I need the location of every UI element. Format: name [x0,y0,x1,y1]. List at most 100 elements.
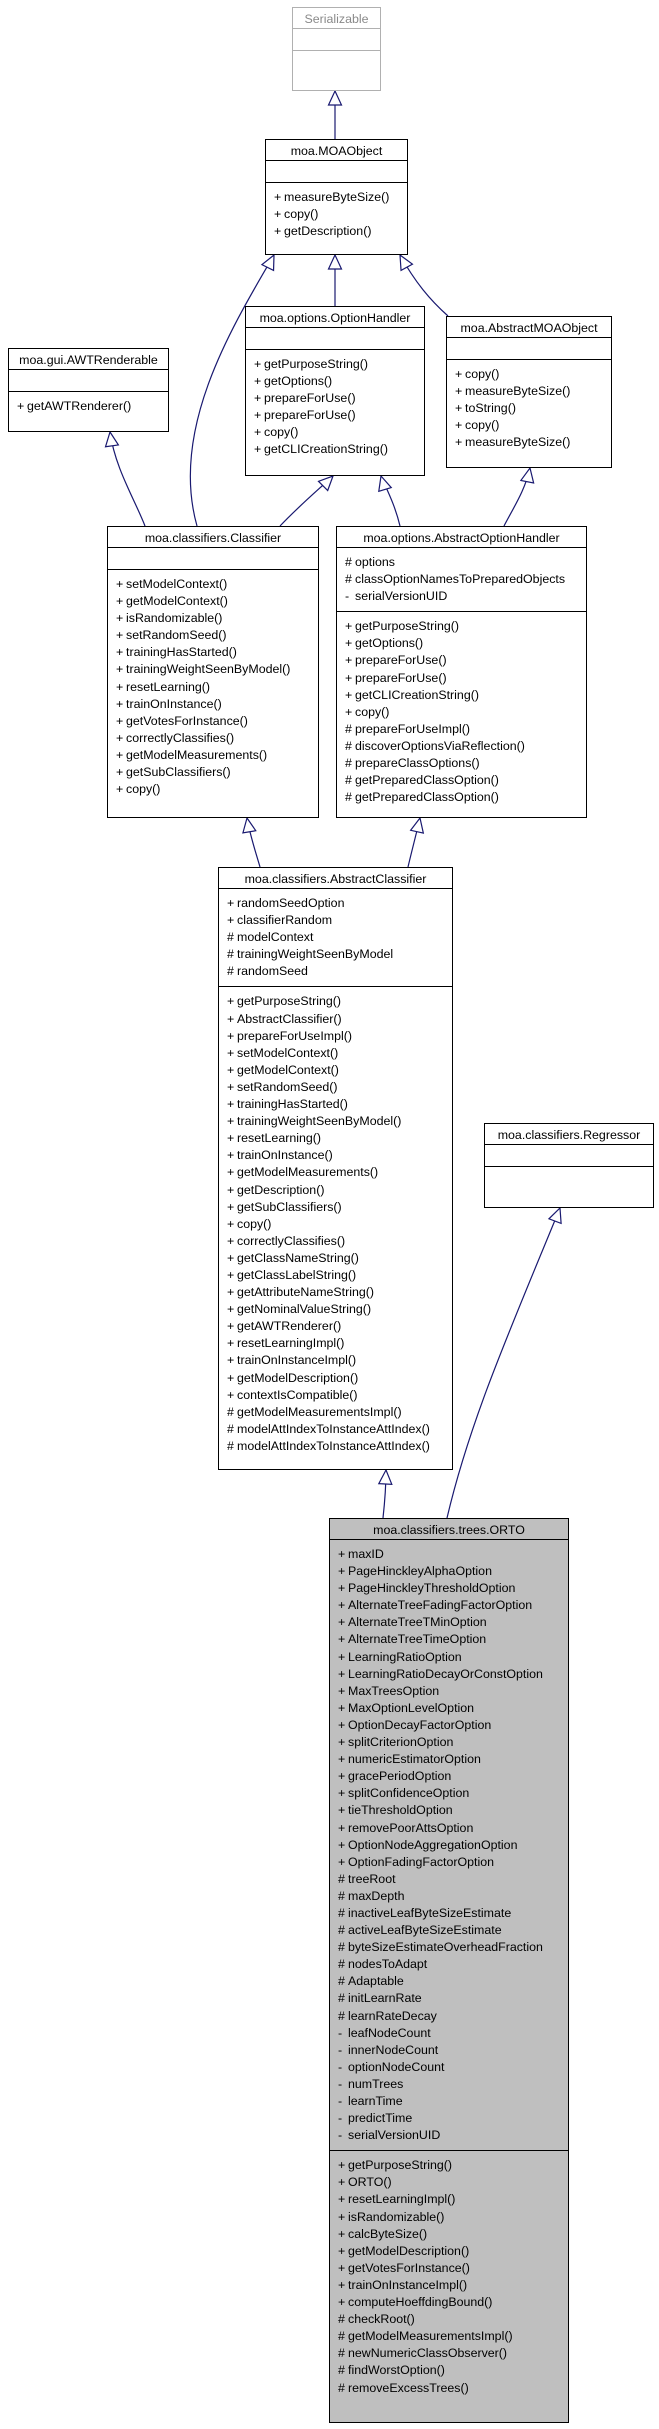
class-awt-renderable[interactable]: moa.gui.AWTRenderable+getAWTRenderer() [8,348,169,432]
operation-row: +measureByteSize() [274,189,399,206]
class-abstract-classifier[interactable]: moa.classifiers.AbstractClassifier + rando… [218,867,453,1470]
visibility-marker: + [338,1598,346,1613]
attribute-row: -serialVersionUID [345,588,578,605]
operation-row: +copy() [455,417,603,434]
operation-name: setRandomSeed() [237,1079,338,1094]
visibility-marker: + [254,374,262,389]
operation-name: getPurposeString() [355,619,459,634]
attribute-row: +classifierRandom [227,912,444,929]
visibility-marker: + [227,913,235,928]
operation-row: +copy() [345,704,578,721]
operation-name: correctlyClassifies() [126,730,235,745]
operation-name: trainingHasStarted() [237,1097,348,1112]
visibility-marker: + [274,190,282,204]
operation-row: +getPurposeString() [338,2157,560,2174]
visibility-marker: + [338,1837,346,1852]
attribute-name: randomSeed [237,964,308,979]
attribute-name: leafNodeCount [348,2025,431,2040]
operation-name: AbstractClassifier() [237,1011,342,1026]
operation-name: measureByteSize() [465,435,571,450]
operation-row: #modelAttIndexToInstanceAttIndex() [227,1438,444,1455]
operations-compartment [293,50,380,90]
class-abstract-option-handler[interactable]: moa.options.AbstractOptionHandler#option… [336,526,587,818]
operation-name: prepareForUse() [355,670,447,685]
attribute-name: optionNodeCount [348,2059,445,2074]
operation-row: #removeExcessTrees() [338,2380,560,2397]
visibility-marker: + [227,1045,235,1060]
operation-name: toString() [465,401,516,416]
attribute-row: +tieThresholdOption [338,1802,560,1819]
visibility-marker: + [116,594,124,609]
operation-name: getClassLabelString() [237,1267,357,1282]
inheritance-line [109,431,146,527]
operation-name: getModelDescription() [237,1370,359,1385]
attribute-name: gracePeriodOption [348,1769,452,1784]
visibility-marker: + [338,2158,346,2173]
operation-name: getModelMeasurementsImpl() [237,1404,402,1419]
attributes-compartment: +maxID+PageHinckleyAlphaOption+PageHinck… [330,1539,568,2150]
attribute-name: OptionFadingFactorOption [348,1854,495,1869]
operations-compartment: +getPurposeString()+AbstractClassifier()… [219,986,452,1469]
attribute-row: +MaxTreesOption [338,1683,560,1700]
operation-row: #prepareForUseImpl() [345,721,578,738]
operation-name: getDescription() [237,1182,325,1197]
operation-name: copy() [126,782,161,797]
class-orto[interactable]: moa.classifiers.trees.ORTO+maxID+PageHin… [329,1518,569,2423]
operation-name: resetLearningImpl() [348,2192,456,2207]
visibility-marker: + [345,619,353,634]
operation-row: +copy() [116,781,310,798]
class-regressor[interactable]: moa.classifiers.Regressor [484,1123,654,1208]
visibility-marker: # [338,1940,345,1955]
attribute-name: splitCriterionOption [348,1735,454,1750]
operation-name: resetLearning() [126,679,211,694]
operation-row: +prepareForUse() [345,652,578,669]
visibility-marker: + [227,1285,235,1300]
attribute-name: serialVersionUID [348,2128,441,2143]
visibility-marker: + [338,2209,346,2224]
attribute-name: AlternateTreeFadingFactorOption [348,1598,533,1613]
class-moa-object[interactable]: moa.MOAObject+measureByteSize()+copy()+g… [265,139,408,255]
class-abstract-moa-object[interactable]: moa.AbstractMOAObject+copy()+measureByte… [446,316,612,468]
operation-row: +getCLICreationString() [254,441,416,458]
class-classifier[interactable]: moa.classifiers.Classifier +setModelConte… [107,526,319,818]
visibility-marker: + [345,636,353,651]
inheritance-arrowhead [378,474,393,493]
operation-row: +getModelDescription() [338,2243,560,2260]
visibility-marker: # [227,964,234,979]
class-name: moa.classifiers.Classifier [144,531,282,545]
operation-row: +getCLICreationString() [345,687,578,704]
inheritance-arrowhead [377,1468,393,1485]
attributes-compartment [485,1144,653,1166]
class-name: moa.classifiers.AbstractClassifier [244,872,427,886]
visibility-marker: + [338,1752,346,1767]
visibility-marker: + [338,1581,346,1596]
operation-name: resetLearning() [237,1131,322,1146]
visibility-marker: + [338,2277,346,2292]
visibility-marker: + [338,1717,346,1732]
class-serializable[interactable]: Serializable [292,7,381,91]
operation-name: prepareForUse() [264,408,356,423]
class-option-handler[interactable]: moa.options.OptionHandler+getPurposeStri… [245,306,425,476]
attribute-name: splitConfidenceOption [348,1786,470,1801]
attribute-row: -innerNodeCount [338,2042,560,2059]
visibility-marker: + [338,1547,346,1561]
attribute-row: +LearningRatioOption [338,1649,560,1666]
operations-compartment: +setModelContext()+getModelContext()+isR… [108,569,318,817]
visibility-marker: + [455,367,463,381]
operation-row: +copy() [227,1216,444,1233]
visibility-marker: # [345,572,352,587]
operation-row: +copy() [274,206,399,223]
operation-name: getNominalValueString() [237,1302,372,1317]
attribute-row: -numTrees [338,2076,560,2093]
operation-name: trainOnInstance() [126,696,222,711]
visibility-marker: # [338,1871,345,1886]
operation-name: newNumericClassObserver() [348,2346,508,2361]
inheritance-arrowhead [547,1206,562,1225]
visibility-marker: # [338,2312,345,2327]
attribute-row: +AlternateTreeTMinOption [338,1614,560,1631]
attribute-row: +maxID [338,1546,560,1563]
operation-name: getModelMeasurements() [237,1165,379,1180]
attribute-row: +splitCriterionOption [338,1734,560,1751]
attribute-row: +OptionFadingFactorOption [338,1854,560,1871]
